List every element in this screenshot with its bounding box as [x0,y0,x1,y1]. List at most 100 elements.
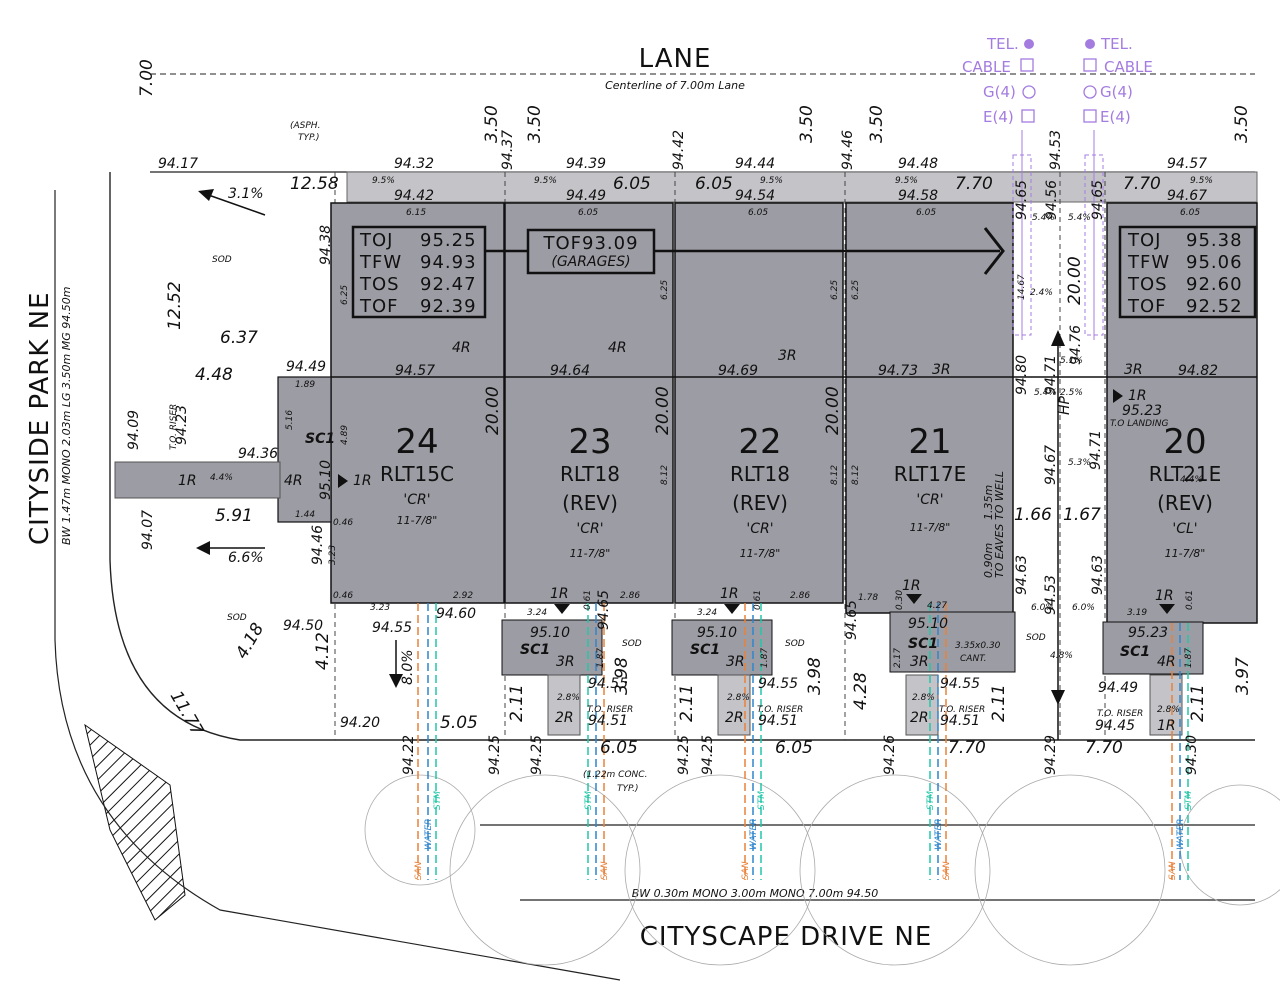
grade-label: 94.42 [394,188,434,204]
cityside-park-label: CITYSIDE PARK NE [25,291,55,545]
lot-model: RLT18 [560,462,620,486]
lot-code: 'CR' [576,521,603,537]
dim-label: 7.70 [948,738,986,758]
box-label: TFW [359,252,402,273]
dim-label: 8.12 [851,465,861,485]
dim-label: 6.05 [916,208,936,218]
grade-label: 94.46 [840,130,856,170]
grade-label: 94.30 [1184,735,1200,775]
lot-model: RLT15C [380,462,454,486]
dim-label: 6.15 [406,208,426,218]
dim-label: 3.98 [805,657,825,695]
grade-label: 94.60 [436,606,476,622]
grade-label: 94.46 [310,525,326,565]
box-value: 92.60 [1186,274,1243,295]
dim-label: 14.67 [1017,274,1027,300]
well-note: 1.35m [982,485,995,520]
grade-label: 94.32 [394,156,434,172]
stm-label: STM [433,791,443,810]
slope-label: 6.0% [1072,603,1095,613]
dim-label: 11.77 [166,688,208,740]
sc1-label: SC1 [690,642,720,658]
grade-label: 95.10 [530,625,570,641]
entry-arrow-icon [338,474,348,488]
dim-label: 6.05 [1180,208,1200,218]
riser-count: 1R [902,578,921,594]
dim-label: 3.23 [370,603,390,613]
riser-count: 2R [910,710,929,726]
dim-label: 8.12 [830,465,840,485]
grade-label: 94.51 [940,713,980,729]
dim-label: 6.05 [578,208,598,218]
dim-label: 1.67 [1063,505,1101,525]
grade-label: 94.07 [140,510,156,550]
grade-label: 94.55 [940,676,980,692]
dim-label: 6.05 [600,738,638,758]
box-label: TOJ [1127,230,1161,251]
lot-model: RLT21E [1149,462,1222,486]
dimensions: 12.58 12.52 6.37 4.48 5.91 5.05 11.77 4.… [165,105,1253,758]
cant-note-2: CANT. [960,654,986,664]
slope-label: 9.5% [372,176,395,186]
riser-count: 1R [1155,588,1174,604]
riser-note: T.O. RISER [587,705,633,715]
grade-label: 94.53 [1043,575,1059,615]
elec-label-right: E(4) [1100,108,1131,126]
dim-label: 2.11 [989,684,1009,722]
dim-label: 2.11 [677,684,697,722]
grade-elevations: 94.17 94.32 94.42 94.37 94.39 94.49 94.4… [126,130,1218,775]
grade-label: 94.25 [487,735,503,775]
box-value: 95.25 [420,230,477,251]
riser-count: 3R [726,654,745,670]
riser-count: 1R [550,586,569,602]
dim-label: 20.00 [653,386,673,435]
dim-label: 0.30 [895,590,905,610]
box-label: TOS [1127,274,1168,295]
riser-count: 3R [932,362,951,378]
grade-label: 95.10 [318,460,334,500]
hp-label: HP [1057,395,1073,415]
grade-label: 94.73 [878,363,918,379]
box-value: 94.93 [420,252,477,273]
dim-label: 1.66 [1014,505,1052,525]
grade-label: 94.64 [550,363,590,379]
garage-tof: TOF93.09 [542,233,638,254]
dim-label: 6.37 [220,328,258,348]
dim-label: 5.16 [285,410,295,430]
dim-label: 20.00 [483,386,503,435]
sod-note: SOD [622,639,642,649]
building-footprints [114,202,1258,736]
stm-label: STM [757,791,767,810]
lot-model: RLT17E [894,462,967,486]
grade-label: 94.57 [395,363,435,379]
cityside-park-note: BW 1.47m MONO 2.03m LG 3.50m MG 94.50m [60,287,73,545]
asph-typ-note: TYP.) [298,133,320,143]
dim-label: 3.50 [867,105,887,143]
tel-label-left: TEL. [986,35,1019,53]
gas-icon [1022,85,1036,99]
streets: CITYSIDE PARK NE BW 1.47m MONO 2.03m LG … [25,172,1255,981]
slope-label: 5.4% [1032,213,1055,223]
arrow-right-icon [983,227,1005,275]
water-label: WATER [424,819,434,850]
slope-label: 2.8% [912,693,935,703]
lot-21: 21 RLT17E 'CR' 11-7/8" [894,422,967,534]
lane-label: LANE [639,44,712,74]
grade-label: 94.57 [1167,156,1207,172]
lot-joist: 11-7/8" [910,521,951,534]
slope-label: 6.0% [1031,603,1054,613]
lot-joist: 11-7/8" [1165,547,1206,560]
lot-20: 20 RLT21E (REV) 'CL' 11-7/8" [1149,422,1222,560]
grade-label: 94.49 [286,359,326,375]
san-label: SAN [1168,861,1178,880]
tel-icon [1024,39,1034,49]
grade-label: 94.76 [1068,325,1084,365]
slope-label: 2.8% [727,693,750,703]
grade-label: 94.54 [735,188,775,204]
grade-label: 94.22 [401,735,417,775]
dim-label: 1.78 [858,593,878,603]
slope-label: 2.8% [557,693,580,703]
slope-label: 4.4% [210,473,233,483]
entry-arrow-icon [1113,389,1123,403]
slope-label: 4.4% [1180,475,1203,485]
